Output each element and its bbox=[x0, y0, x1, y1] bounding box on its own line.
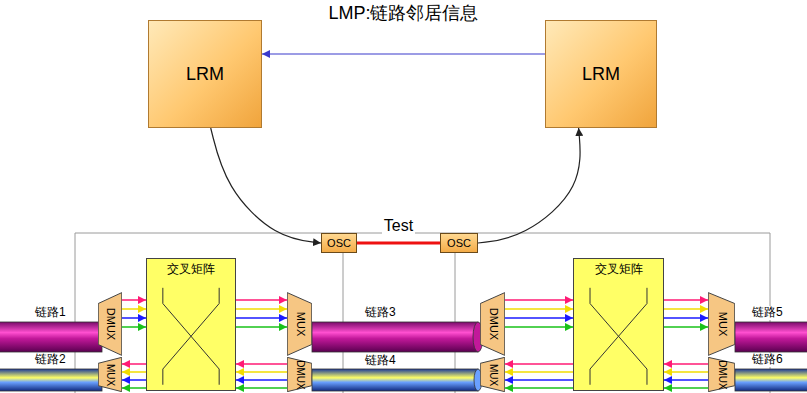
signal-line bbox=[664, 387, 708, 389]
mux-symbol: MUX bbox=[287, 292, 312, 356]
mux-label: DMUX bbox=[295, 360, 305, 389]
signal-line bbox=[664, 363, 708, 365]
signal-line bbox=[236, 387, 287, 389]
mux-label: MUX bbox=[105, 363, 115, 385]
mux-label: DMUX bbox=[105, 308, 116, 340]
demux-symbol: DMUX bbox=[287, 357, 312, 392]
osc-box: OSC bbox=[321, 233, 357, 253]
signal-line bbox=[505, 379, 573, 381]
signal-line bbox=[505, 371, 573, 373]
link-label: 链路1 bbox=[33, 306, 68, 320]
signal-line bbox=[664, 308, 708, 310]
mux-label: DMUX bbox=[487, 308, 498, 340]
signal-line bbox=[664, 379, 708, 381]
cross-matrix: 交叉矩阵 bbox=[573, 258, 664, 391]
edge-label: Test bbox=[382, 217, 415, 235]
box-label: OSC bbox=[327, 237, 351, 249]
demux-symbol: DMUX bbox=[480, 292, 505, 356]
signal-line bbox=[122, 326, 146, 328]
signal-line bbox=[122, 317, 146, 319]
mux-label: MUX bbox=[716, 312, 727, 336]
link-label: 链路2 bbox=[33, 353, 68, 367]
signal-line bbox=[122, 387, 146, 389]
signal-line bbox=[664, 299, 708, 301]
matrix-cross-lines bbox=[147, 259, 235, 390]
signal-line bbox=[505, 387, 573, 389]
lrm-box: LRM bbox=[148, 20, 262, 128]
mux-symbol: MUX bbox=[708, 292, 735, 356]
signal-line bbox=[505, 317, 573, 319]
demux-symbol: DMUX bbox=[708, 357, 735, 392]
signal-line bbox=[236, 379, 287, 381]
cross-matrix: 交叉矩阵 bbox=[146, 258, 236, 391]
edge-label: LMP:链路邻居信息 bbox=[326, 3, 480, 24]
box-label: LRM bbox=[186, 64, 224, 85]
link-label: 链路4 bbox=[363, 354, 398, 368]
signal-line bbox=[664, 317, 708, 319]
control-connector bbox=[357, 242, 440, 245]
matrix-title: 交叉矩阵 bbox=[147, 262, 235, 276]
mux-symbol: MUX bbox=[98, 357, 122, 392]
signal-line bbox=[122, 363, 146, 365]
mux-symbol: MUX bbox=[480, 357, 505, 392]
signal-line bbox=[664, 371, 708, 373]
control-connector bbox=[262, 53, 545, 54]
signal-line bbox=[505, 363, 573, 365]
signal-line bbox=[236, 371, 287, 373]
signal-line bbox=[664, 326, 708, 328]
signal-line bbox=[505, 299, 573, 301]
equipment-frame bbox=[75, 233, 770, 393]
signal-line bbox=[236, 317, 287, 319]
signal-line bbox=[236, 308, 287, 310]
control-connector bbox=[211, 128, 321, 243]
signal-line bbox=[122, 371, 146, 373]
lrm-box: LRM bbox=[545, 20, 657, 128]
signal-line bbox=[236, 363, 287, 365]
matrix-title: 交叉矩阵 bbox=[574, 262, 663, 276]
signal-line bbox=[505, 326, 573, 328]
signal-line bbox=[122, 308, 146, 310]
box-label: LRM bbox=[582, 64, 620, 85]
demux-symbol: DMUX bbox=[98, 292, 122, 356]
matrix-cross-lines bbox=[574, 259, 663, 390]
signal-line bbox=[122, 379, 146, 381]
link-label: 链路6 bbox=[750, 353, 785, 367]
osc-box: OSC bbox=[440, 233, 478, 253]
signal-line bbox=[236, 326, 287, 328]
mux-label: DMUX bbox=[717, 360, 727, 389]
signal-line bbox=[236, 299, 287, 301]
box-label: OSC bbox=[447, 237, 471, 249]
link-label: 链路5 bbox=[750, 306, 785, 320]
link-label: 链路3 bbox=[363, 306, 398, 320]
signal-line bbox=[122, 299, 146, 301]
signal-line bbox=[505, 308, 573, 310]
mux-label: MUX bbox=[294, 312, 305, 336]
mux-label: MUX bbox=[488, 363, 498, 385]
control-connector bbox=[478, 128, 580, 243]
